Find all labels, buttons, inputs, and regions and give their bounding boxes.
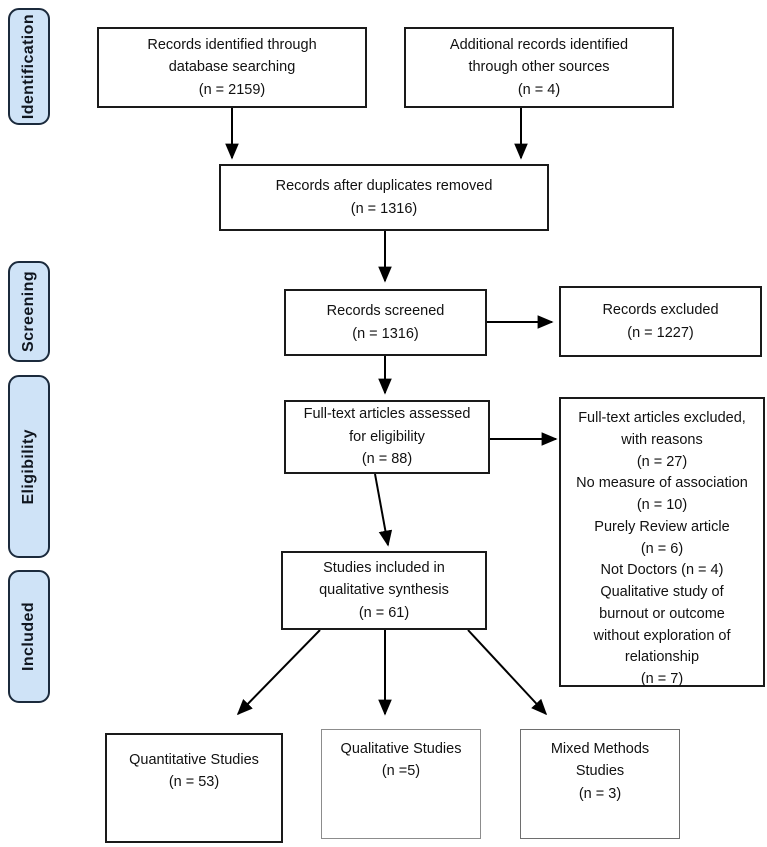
box-records-identified-database-line-0: Records identified through: [147, 36, 317, 53]
box-studies-included-qualitative-synthesis: Studies included in qualitative synthesis…: [281, 551, 487, 630]
box-records-screened-lines: Records screened (n = 1316): [286, 300, 485, 345]
box-records-after-duplicates-removed-line-0: Records after duplicates removed: [275, 178, 493, 195]
box-fulltext-excluded-with-reasons-line-5: Purely Review article: [594, 518, 730, 535]
box-fulltext-excluded-with-reasons-line-3: No measure of association: [576, 475, 748, 492]
stage-label-included: Included: [8, 570, 50, 703]
box-additional-records-other-sources-line-1: through other sources: [468, 59, 610, 76]
box-fulltext-excluded-with-reasons-line-4: (n = 10): [636, 497, 688, 513]
box-mixed-methods-studies-line-2: (n = 3): [578, 785, 622, 802]
box-records-identified-database-line-1: database searching: [168, 59, 296, 76]
box-records-after-duplicates-removed-lines: Records after duplicates removed (n = 131…: [221, 175, 547, 220]
stage-label-included-text: Included: [20, 602, 37, 671]
box-mixed-methods-studies-line-0: Mixed Methods: [550, 741, 650, 757]
box-quantitative-studies: Quantitative Studies (n = 53): [105, 733, 283, 843]
box-records-excluded-line-0: Records excluded: [602, 302, 719, 319]
box-fulltext-excluded-with-reasons-line-1: with reasons: [621, 431, 703, 448]
box-records-identified-database-lines: Records identified through database searc…: [99, 34, 365, 101]
stage-label-screening: Screening: [8, 261, 50, 362]
box-additional-records-other-sources: Additional records identified through oth…: [404, 27, 674, 108]
box-records-excluded: Records excluded (n = 1227): [559, 286, 762, 357]
box-studies-included-qualitative-synthesis-line-0: Studies included in: [323, 559, 445, 576]
box-additional-records-other-sources-line-2: (n = 4): [517, 81, 561, 98]
box-qualitative-studies-line-1: (n =5): [381, 763, 421, 780]
box-fulltext-excluded-with-reasons-line-9: burnout or outcome: [599, 605, 725, 622]
box-additional-records-other-sources-lines: Additional records identified through oth…: [406, 34, 672, 101]
box-qualitative-studies-line-0: Qualitative Studies: [340, 741, 462, 757]
box-fulltext-excluded-with-reasons-line-2: (n = 27): [636, 453, 688, 470]
box-fulltext-excluded-with-reasons-line-6: (n = 6): [640, 540, 684, 557]
stage-label-identification: Identification: [8, 8, 50, 125]
box-fulltext-excluded-with-reasons-line-12: (n = 7): [640, 671, 684, 687]
box-records-excluded-line-1: (n = 1227): [627, 324, 694, 341]
stage-label-eligibility-text: Eligibility: [20, 428, 37, 505]
box-fulltext-assessed-eligibility-line-2: (n = 88): [361, 451, 413, 468]
box-fulltext-assessed-eligibility-line-1: for eligibility: [349, 428, 425, 445]
box-records-after-duplicates-removed-line-1: (n = 1316): [350, 200, 418, 217]
box-fulltext-excluded-with-reasons-line-0: Full-text articles excluded,: [578, 410, 746, 426]
box-records-excluded-lines: Records excluded (n = 1227): [561, 299, 760, 344]
stage-label-eligibility: Eligibility: [8, 375, 50, 558]
box-fulltext-excluded-with-reasons-lines: Full-text articles excluded, with reasons…: [561, 408, 763, 691]
box-records-identified-database: Records identified through database searc…: [97, 27, 367, 108]
box-additional-records-other-sources-line-0: Additional records identified: [449, 36, 629, 53]
box-records-identified-database-line-2: (n = 2159): [198, 81, 266, 98]
box-fulltext-assessed-eligibility-lines: Full-text articles assessed for eligibili…: [286, 403, 488, 470]
box-studies-included-qualitative-synthesis-line-1: qualitative synthesis: [319, 582, 449, 599]
box-qualitative-studies: Qualitative Studies (n =5): [321, 729, 481, 839]
stage-label-screening-text: Screening: [20, 271, 37, 352]
box-quantitative-studies-line-0: Quantitative Studies: [129, 752, 259, 768]
box-fulltext-excluded-with-reasons: Full-text articles excluded, with reasons…: [559, 397, 765, 687]
box-fulltext-assessed-eligibility: Full-text articles assessed for eligibili…: [284, 400, 490, 474]
box-fulltext-excluded-with-reasons-line-11: relationship: [624, 649, 700, 666]
box-studies-included-qualitative-synthesis-lines: Studies included in qualitative synthesis…: [283, 557, 485, 624]
box-mixed-methods-studies-line-1: Studies: [575, 763, 625, 780]
box-qualitative-studies-lines: Qualitative Studies (n =5): [322, 738, 480, 783]
box-fulltext-assessed-eligibility-line-0: Full-text articles assessed: [303, 406, 471, 423]
box-records-screened: Records screened (n = 1316): [284, 289, 487, 356]
box-fulltext-excluded-with-reasons-line-8: Qualitative study of: [600, 584, 724, 600]
box-studies-included-qualitative-synthesis-line-2: (n = 61): [358, 604, 410, 621]
box-quantitative-studies-line-1: (n = 53): [168, 774, 220, 791]
box-fulltext-excluded-with-reasons-line-10: without exploration of: [593, 627, 731, 644]
box-records-screened-line-1: (n = 1316): [352, 325, 419, 342]
box-fulltext-excluded-with-reasons-line-7: Not Doctors (n = 4): [600, 562, 724, 579]
box-quantitative-studies-lines: Quantitative Studies (n = 53): [107, 749, 281, 794]
box-records-after-duplicates-removed: Records after duplicates removed (n = 131…: [219, 164, 549, 231]
box-records-screened-line-0: Records screened: [326, 303, 445, 320]
stage-label-identification-text: Identification: [20, 13, 37, 120]
